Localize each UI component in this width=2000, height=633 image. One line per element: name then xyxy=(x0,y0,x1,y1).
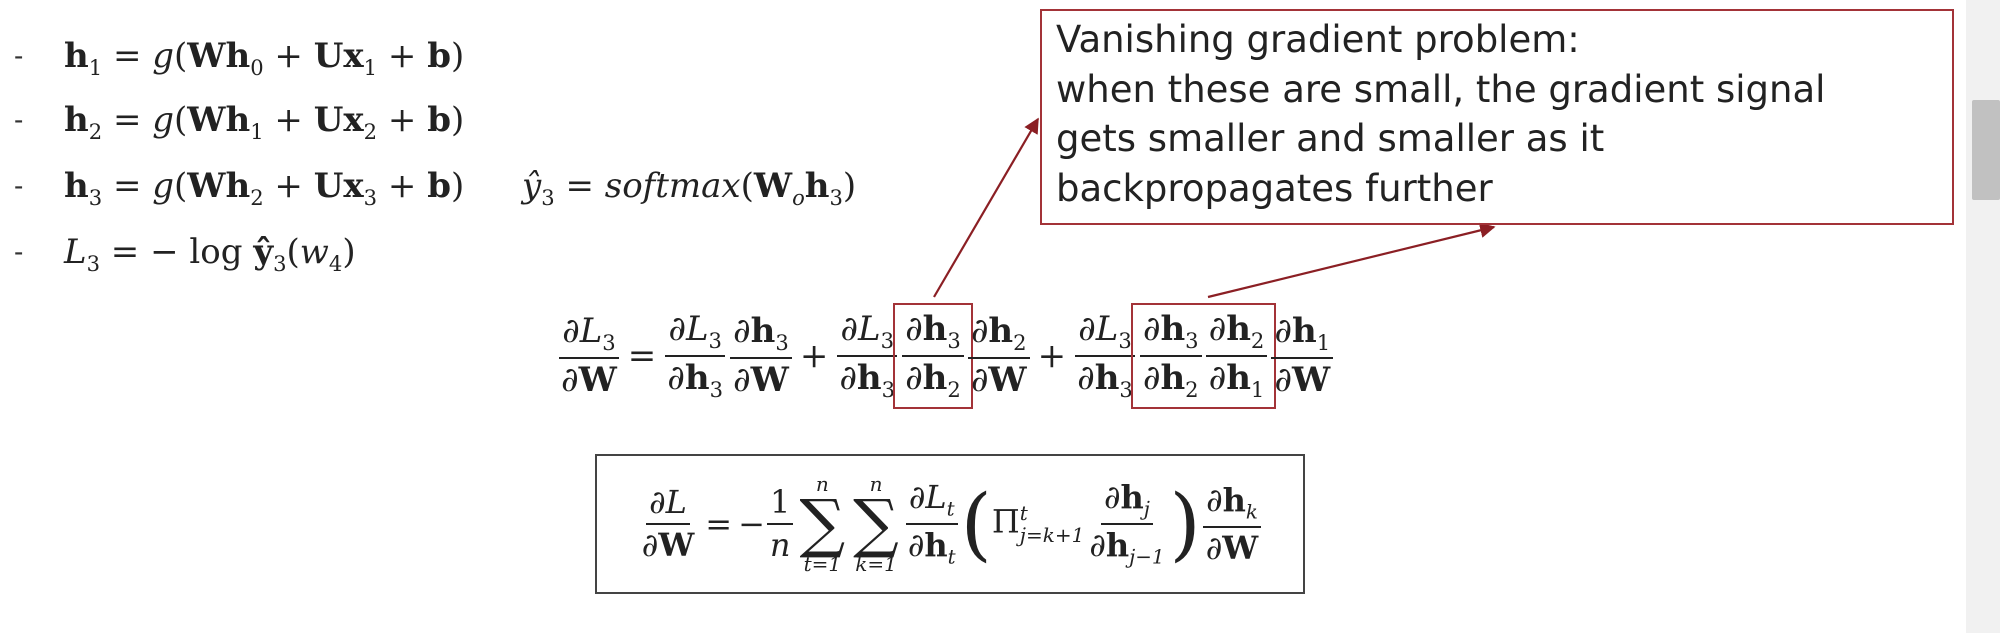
general-gradient-formula: ∂L ∂W = − 1 n n ∑ t=1 n ∑ k=1 ∂Lt ∂ht ( … xyxy=(595,454,1305,594)
fraction: ∂hk ∂W xyxy=(1203,481,1261,567)
equation-h2: h2 = g(Wh1 + Ux2 + b) xyxy=(64,100,465,144)
equation-L3: L3 = − log ŷ3(w4) xyxy=(64,232,356,276)
fraction: ∂L ∂W xyxy=(641,483,695,564)
arrow-right xyxy=(1207,222,1496,299)
equation-y3-softmax: ŷ3 = softmax(Woh3) xyxy=(522,166,857,210)
fraction: ∂L3 ∂W xyxy=(559,310,619,400)
fraction: ∂Lt ∂ht xyxy=(905,477,958,569)
fraction: 1 n xyxy=(767,484,794,564)
fraction: ∂L3 ∂h3 xyxy=(1075,309,1135,402)
fraction: ∂h1 ∂W xyxy=(1271,311,1334,400)
sum-over-k: n ∑ k=1 xyxy=(853,471,899,577)
vertical-scrollbar-track[interactable] xyxy=(1966,0,2000,633)
vertical-scrollbar-thumb[interactable] xyxy=(1972,100,2000,200)
fraction: ∂h3 ∂W xyxy=(730,311,792,400)
fraction: ∂L3 ∂h3 xyxy=(665,309,725,402)
sum-over-t: n ∑ t=1 xyxy=(799,471,846,577)
bullet-dash: - xyxy=(14,236,24,267)
bullet-dash: - xyxy=(14,40,24,71)
callout-line: backpropagates further xyxy=(1056,166,1493,210)
fraction: ∂h3 ∂h2 xyxy=(1139,309,1202,402)
callout-line: gets smaller and smaller as it xyxy=(1056,117,1605,160)
bullet-dash: - xyxy=(14,104,24,135)
fraction: ∂h2 ∂h1 xyxy=(1205,309,1268,402)
highlight-box-left: ∂h3 ∂h2 xyxy=(893,302,973,410)
fraction: ∂h3 ∂h2 xyxy=(902,309,964,402)
equation-h3: h3 = g(Wh2 + Ux3 + b) xyxy=(64,166,465,210)
highlight-box-right: ∂h3 ∂h2 ∂h2 ∂h1 xyxy=(1130,302,1277,410)
bullet-dash: - xyxy=(14,170,24,201)
fraction: ∂L3 ∂h3 xyxy=(837,309,897,402)
arrow-left xyxy=(933,117,1039,298)
vanishing-gradient-callout: Vanishing gradient problem: when these a… xyxy=(1040,9,1954,225)
callout-line: Vanishing gradient problem: xyxy=(1056,18,1580,61)
chain-rule-equation: ∂L3 ∂W = ∂L3 ∂h3 ∂h3 ∂W + ∂L3 ∂h3 ∂h3 ∂h… xyxy=(556,302,1335,410)
fraction: ∂hj ∂hj−1 xyxy=(1089,477,1165,569)
callout-line: when these are small, the gradient signa… xyxy=(1056,67,1826,111)
fraction: ∂h2 ∂W xyxy=(967,311,1030,400)
equation-h1: h1 = g(Wh0 + Ux1 + b) xyxy=(64,36,465,80)
